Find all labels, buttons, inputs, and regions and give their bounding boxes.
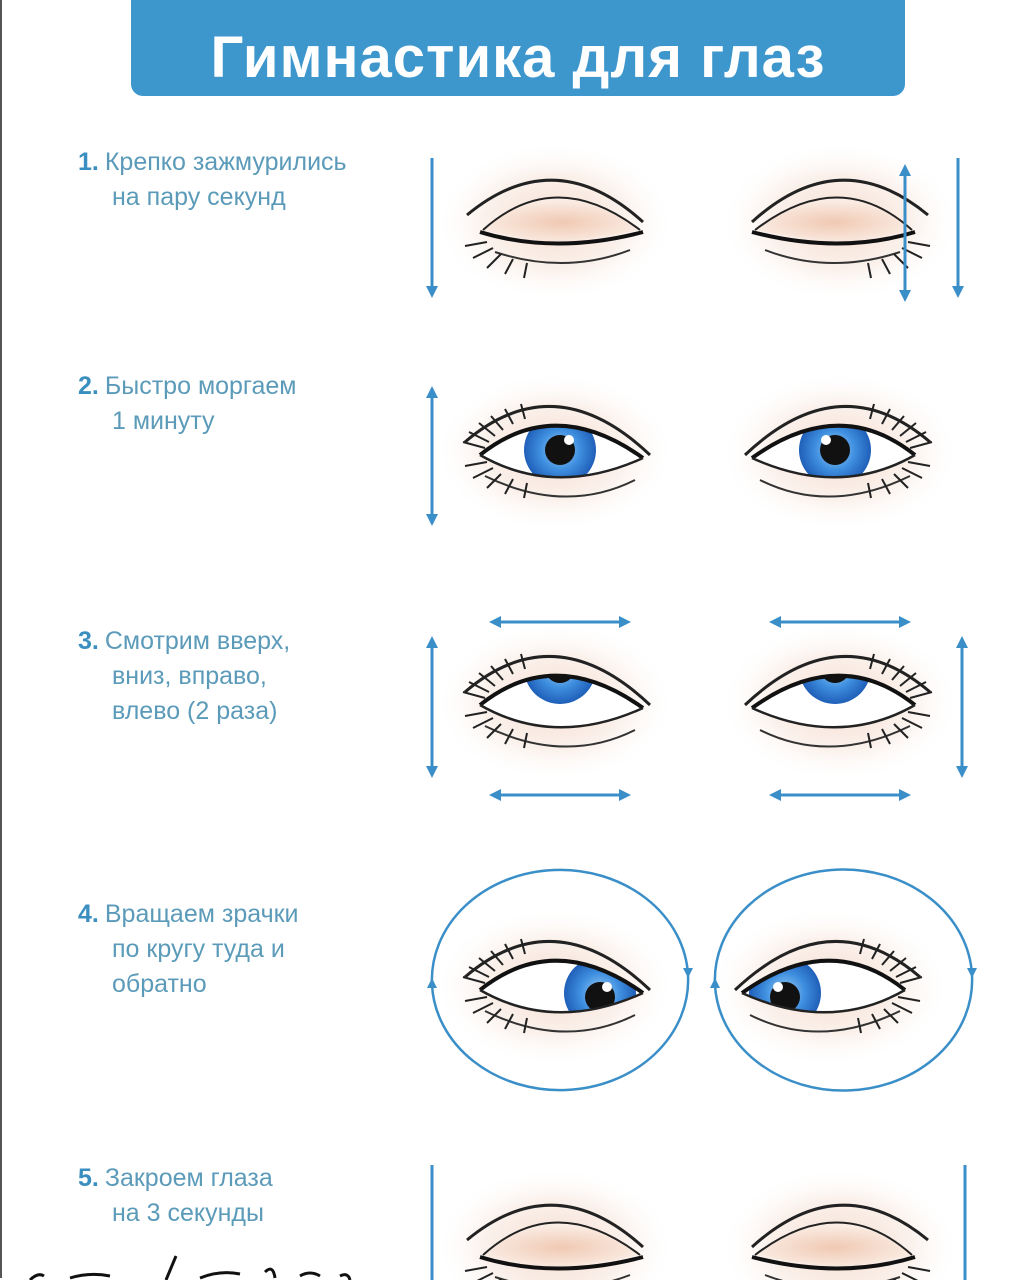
step-5: 5.Закроем глаза на 3 секунды	[78, 1161, 273, 1231]
open-eye-right	[720, 372, 960, 532]
arrowhead-icon	[683, 968, 693, 978]
rotation-circle-right	[713, 868, 974, 1092]
step-text: по кругу туда и	[112, 935, 285, 963]
step-3: 3.Смотрим вверх, вниз, вправо, влево (2 …	[78, 624, 290, 729]
open-eye-left	[435, 372, 675, 532]
closed-eye-right	[720, 1167, 960, 1280]
step-text: Быстро моргаем	[104, 372, 297, 400]
arrowhead-icon	[967, 968, 977, 978]
step-2: 2.Быстро моргаем 1 минуту	[78, 369, 297, 439]
closed-eye-left	[435, 142, 675, 302]
step-number: 5.	[78, 1164, 99, 1192]
arrowhead-icon	[427, 978, 437, 988]
page-title: Гимнастика для глаз	[210, 24, 826, 90]
step-number: 3.	[78, 627, 99, 655]
step-text: вниз, вправо,	[112, 662, 267, 690]
arrowhead-icon	[710, 978, 720, 988]
step-text: 1 минуту	[112, 407, 215, 435]
step-number: 4.	[78, 900, 99, 928]
rotation-circle-left	[430, 868, 690, 1092]
step-text: Смотрим вверх,	[104, 627, 291, 655]
step-text: Крепко зажмурились	[104, 148, 347, 176]
eye-looking-up-right	[720, 622, 960, 782]
eye-rotating-left	[435, 907, 675, 1067]
step-4: 4.Вращаем зрачки по кругу туда и обратно	[78, 897, 299, 1002]
eye-looking-up-left	[435, 622, 675, 782]
step-text: влево (2 раза)	[112, 697, 278, 725]
handwriting-scribble	[28, 1255, 352, 1280]
step-text: обратно	[112, 970, 207, 998]
closed-eye-right	[720, 142, 960, 302]
step-number: 2.	[78, 372, 99, 400]
step-text: Вращаем зрачки	[104, 900, 299, 928]
step-number: 1.	[78, 148, 99, 176]
closed-eye-left	[435, 1167, 675, 1280]
step-text: на пару секунд	[112, 183, 286, 211]
step-text: на 3 секунды	[112, 1199, 264, 1227]
title-banner: Гимнастика для глаз	[131, 0, 905, 96]
step-text: Закроем глаза	[104, 1164, 273, 1192]
step-1: 1.Крепко зажмурились на пару секунд	[78, 145, 347, 215]
eye-rotating-right	[710, 907, 950, 1067]
